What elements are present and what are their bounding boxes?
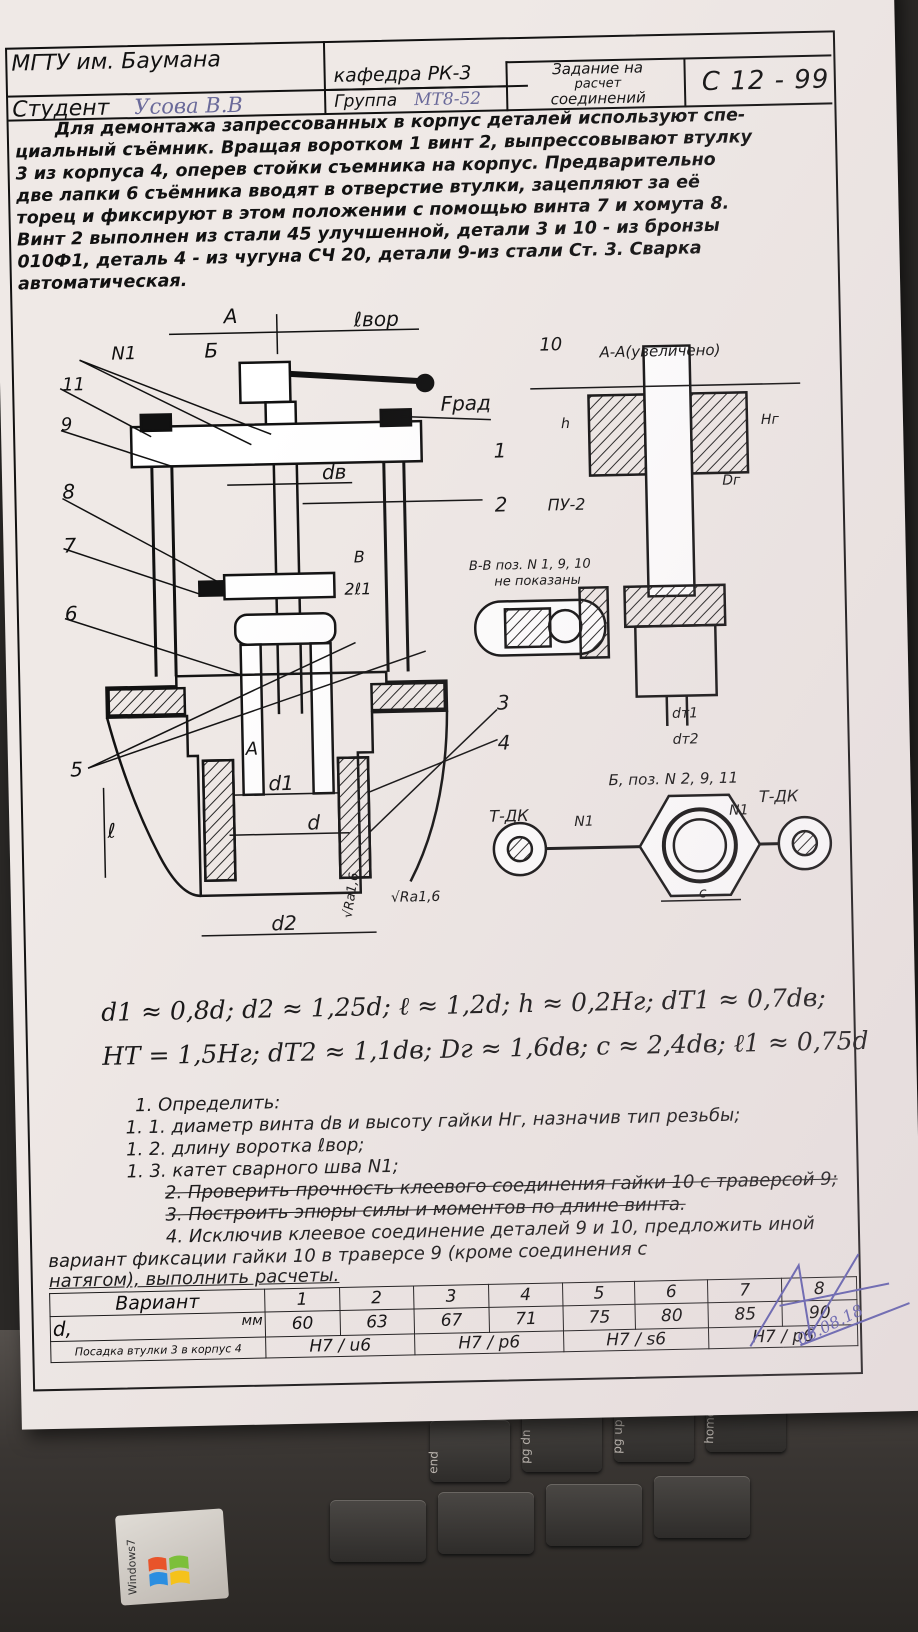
label-part-11: 11 (62, 374, 85, 395)
label-N1-left: N1 (574, 814, 594, 830)
label-Hg: Hг (761, 412, 780, 428)
task-title: Задание на расчет соединений (513, 58, 682, 108)
sheet-code: С 12 - 99 (701, 64, 830, 98)
label-part-4: 4 (497, 730, 510, 754)
university-name: МГТУ им. Баумана (11, 47, 222, 77)
label-h: h (561, 416, 570, 432)
teacher-signature: 06.08.18 (749, 1253, 910, 1349)
label-dt2: dт2 (672, 731, 698, 748)
table-cell: 75 (563, 1304, 636, 1331)
label-part-9: 9 (61, 414, 73, 435)
key-lower-4 (654, 1476, 750, 1538)
label-ra-2: √Ra1,6 (391, 889, 441, 906)
label-part-1: 1 (493, 438, 506, 462)
label-part-10: 10 (539, 334, 562, 355)
label-part-7: 7 (63, 533, 76, 557)
intro-text: Для демонтажа запрессованных в корпус де… (15, 103, 823, 296)
key-pg-dn: pg dn (518, 1410, 602, 1472)
table-cell: 2 (339, 1285, 415, 1311)
label-section-BB-note: не показаны (494, 573, 581, 590)
label-part-6: 6 (65, 601, 78, 625)
label-2l1: 2ℓ1 (344, 579, 371, 599)
label-d2: d2 (271, 911, 297, 936)
table-cell: 1 (264, 1287, 340, 1313)
label-d-v: dв (322, 460, 347, 485)
table-cell: 4 (488, 1282, 564, 1308)
table-cell: 3 (413, 1284, 489, 1309)
group-value: МТ8-52 (413, 88, 482, 111)
table-cell: Посадка втулки 3 в корпус 4 (50, 1337, 267, 1363)
label-part-3: 3 (497, 690, 510, 714)
label-N1: N1 (111, 343, 136, 365)
table-cell: H7 / p6 (414, 1330, 565, 1355)
label-section-AA: A-A(увеличено) (598, 341, 720, 362)
label-part-2: 2 (494, 492, 507, 516)
d-unit: мм (241, 1312, 263, 1330)
label-d: d (307, 810, 320, 834)
label-c: c (699, 885, 707, 901)
label-view-B-cyr: Б, поз. N 2, 9, 11 (608, 769, 738, 790)
table-cell: H7 / u6 (265, 1333, 415, 1359)
table-cell: 80 (635, 1302, 709, 1330)
label-l: ℓ (106, 819, 116, 843)
label-section-A-bottom: A (245, 739, 259, 760)
label-T-dk-right: Т-ДК (759, 786, 799, 806)
table-cell: 67 (414, 1307, 490, 1334)
label-Dg: Dг (722, 472, 741, 488)
label-part-5: 5 (70, 757, 83, 781)
task-1: 1. Определить: (134, 1092, 281, 1117)
key-lower-2 (438, 1492, 534, 1554)
label-section-A: A (221, 304, 237, 328)
key-lower-1 (330, 1500, 426, 1562)
table-cell: 63 (339, 1308, 415, 1336)
label-PU2: ПУ-2 (547, 495, 585, 515)
label-dt1: dт1 (672, 705, 698, 722)
d-label: d, (52, 1316, 73, 1342)
label-ra-1: √Ra1,6 (340, 872, 362, 920)
department: кафедра РК-3 (333, 61, 472, 87)
key-end: end (426, 1420, 510, 1482)
label-F-rad: Fрад (440, 391, 491, 416)
table-cell: 60 (265, 1310, 341, 1338)
label-d1: d1 (268, 771, 294, 796)
windows-logo-icon (148, 1555, 190, 1587)
table-cell: 6 (634, 1279, 708, 1305)
label-N1-right: N1 (729, 802, 749, 818)
table-cell: 5 (562, 1281, 636, 1306)
windows7-sticker: Windows7 (114, 1508, 230, 1606)
paper-sheet: МГТУ им. Баумана Студент Усова В.В кафед… (0, 0, 918, 1430)
table-cell: H7 / s6 (563, 1327, 709, 1352)
key-lower-3 (546, 1484, 642, 1546)
table-cell: 71 (488, 1305, 564, 1333)
assembly-drawing: A Б ℓвор N1 11 9 Fрад 1 dв 2 8 7 B 2ℓ1 6… (59, 304, 833, 937)
sticker-text: Windows7 (124, 1538, 140, 1596)
label-section-BB: В-В поз. N 1, 9, 10 (469, 557, 591, 575)
label-l-vor: ℓвор (353, 307, 399, 332)
label-T-dk-left: Т-ДК (489, 806, 529, 826)
label-view-B: Б (204, 338, 218, 362)
label-part-8: 8 (62, 479, 75, 503)
label-B: B (354, 547, 365, 566)
handle-head (238, 360, 292, 405)
group-label: Группа (333, 90, 398, 112)
